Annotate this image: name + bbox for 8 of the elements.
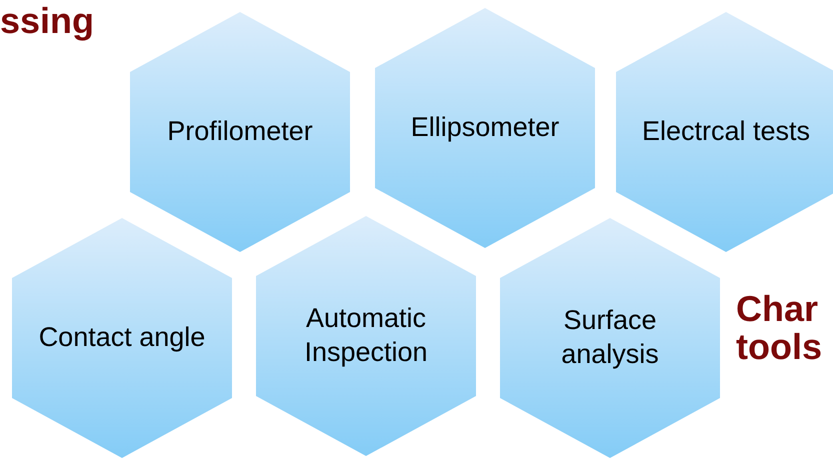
hexagon-label: Profilometer <box>167 115 313 148</box>
hexagon-label: Ellipsometer <box>410 111 560 144</box>
hexagon-label: Automatic Inspection <box>303 302 429 369</box>
heading: ssing <box>0 2 96 40</box>
hexagon-label: Electrcal tests <box>642 115 810 148</box>
heading: Char tools <box>736 290 823 366</box>
hexagon-label: Surface analysis <box>560 304 660 371</box>
hexagon-label: Contact angle <box>38 321 206 354</box>
